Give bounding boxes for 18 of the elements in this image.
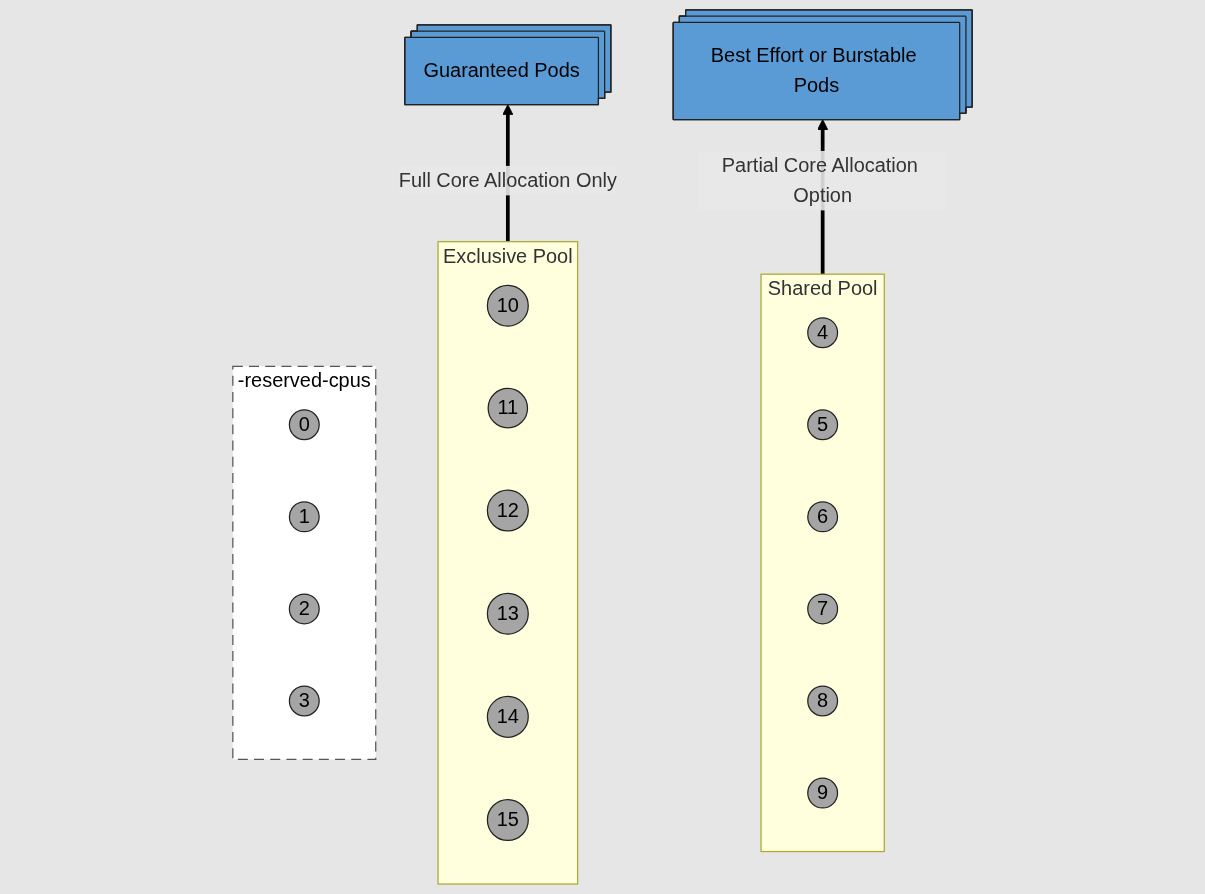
node-circle: 8 <box>807 685 839 717</box>
node-circle: 7 <box>807 593 839 625</box>
node-circle: 9 <box>807 777 839 809</box>
node-circle: 0 <box>288 409 320 441</box>
node-circle: 11 <box>487 387 529 429</box>
node-circle: 3 <box>288 685 320 717</box>
edge-label: Partial Core Allocation Option <box>721 154 918 206</box>
node-circle: 13 <box>486 592 529 635</box>
node-circle: 1 <box>288 501 320 533</box>
node-circle: 15 <box>486 798 529 842</box>
node-circle: 5 <box>807 409 839 441</box>
node-circle: 2 <box>288 593 320 625</box>
edge-label: Full Core Allocation Only <box>398 169 617 191</box>
node-circle: 10 <box>486 284 529 327</box>
node-circle: 6 <box>807 501 839 533</box>
node-circle: 4 <box>807 317 839 349</box>
node-circle: 12 <box>486 489 529 532</box>
node-circle: 14 <box>486 695 529 738</box>
